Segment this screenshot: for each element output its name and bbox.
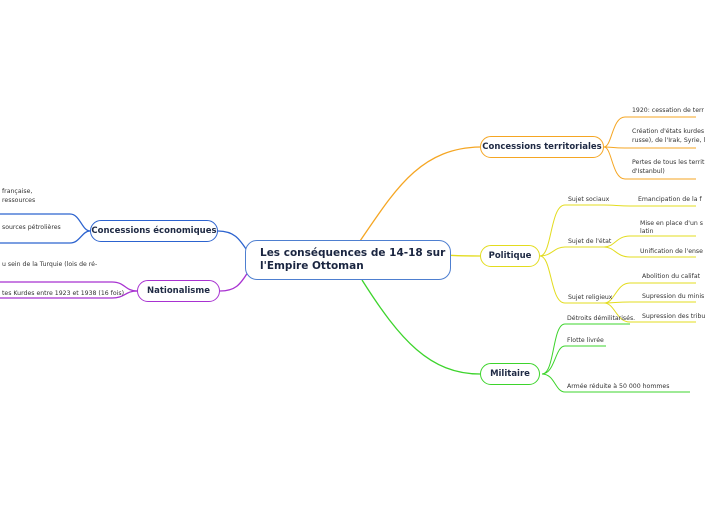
leaf-text[interactable]: tes Kurdes entre 1923 et 1938 (16 fois) (2, 290, 124, 297)
branch-politique[interactable]: Politique (480, 245, 540, 267)
branch-concessions-economiques[interactable]: Concessions économiques (90, 220, 218, 242)
leaf-text[interactable]: ressources (2, 197, 36, 204)
leaf-text[interactable]: Mise en place d'un s (640, 220, 704, 227)
connector-concessions-economiques (217, 230, 249, 253)
subtopic-sujet-sociaux[interactable]: Sujet sociaux (568, 196, 610, 203)
leaf-text[interactable]: Abolition du califat (642, 273, 701, 280)
leaf-text[interactable]: latin (640, 228, 654, 235)
leaf-text[interactable]: Supression des tribu (642, 313, 705, 320)
leaf-text[interactable]: Détroits démilitarisés. (567, 315, 636, 322)
branch-militaire[interactable]: Militaire (480, 363, 540, 385)
subtopic-sujet-religieux[interactable]: Sujet religieux (568, 294, 613, 301)
connector-militaire (361, 279, 481, 375)
branch-label: Concessions territoriales (482, 142, 602, 152)
leaf-text[interactable]: d'Istanbul) (632, 168, 665, 175)
branch-label: Concessions économiques (91, 226, 217, 236)
branch-label: Nationalisme (147, 286, 210, 296)
leaf-text[interactable]: Pertes de tous les territ (632, 159, 705, 166)
connector-nationalisme (219, 271, 249, 292)
leaf-text[interactable]: russe), de l'Irak, Syrie, l (632, 137, 705, 144)
leaf-text[interactable]: Armée réduite à 50 000 hommes (567, 383, 670, 390)
leaf-text[interactable]: u sein de la Turquie (lois de ré- (2, 261, 98, 268)
leaf-text[interactable]: Supression du minis (642, 293, 705, 300)
branch-label: Militaire (490, 369, 530, 379)
connector-concessions-territoriales (359, 146, 481, 242)
branch-nationalisme[interactable]: Nationalisme (137, 280, 220, 302)
branch-label: Politique (488, 251, 532, 261)
central-topic-title: Les conséquences de 14-18 sur l'Empire O… (260, 247, 446, 272)
branch-concessions-territoriales[interactable]: Concessions territoriales (480, 136, 604, 158)
leaf-text[interactable]: française, (2, 188, 33, 195)
leaf-text[interactable]: Unification de l'ense (640, 248, 703, 255)
leaf-text[interactable]: 1920: cessation de terr (632, 107, 704, 114)
leaf-text[interactable]: Flotte livrée (567, 337, 604, 344)
leaf-text[interactable]: sources pétrolières (2, 224, 61, 231)
leaf-text[interactable]: Création d'états kurdes (632, 128, 705, 135)
subtopic-sujet-etat[interactable]: Sujet de l'état (568, 238, 612, 245)
leaf-text[interactable]: Emancipation de la f (638, 196, 702, 203)
central-topic[interactable]: Les conséquences de 14-18 sur l'Empire O… (245, 240, 451, 280)
